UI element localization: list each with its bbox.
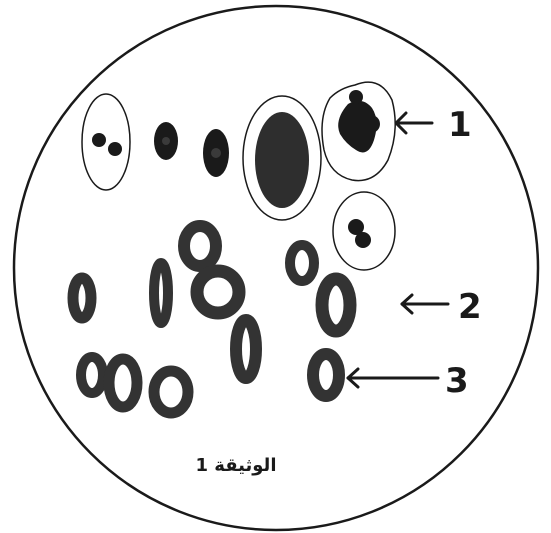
white-blood-cell-small: [333, 192, 395, 270]
white-blood-cell-polynuclear: [322, 82, 395, 180]
small-lymphocyte-core: [162, 137, 170, 145]
microscope-field: [14, 6, 538, 530]
red-blood-cell: [154, 371, 188, 413]
large-white-blood-cell: [243, 96, 321, 220]
small-lymphocyte-2-core: [211, 148, 221, 158]
figure-caption: الوثيقة 1: [196, 455, 277, 476]
red-blood-cell: [109, 359, 137, 407]
red-blood-cell: [184, 226, 216, 266]
red-blood-cell: [81, 357, 103, 393]
red-blood-cell: [313, 354, 339, 396]
red-blood-cell: [236, 320, 256, 378]
label-1: 1: [448, 105, 472, 145]
white-blood-cell-bilobed: [82, 94, 130, 190]
label-2: 2: [458, 287, 482, 327]
red-blood-cell: [290, 245, 314, 281]
red-blood-cell: [322, 279, 350, 331]
red-blood-cell: [197, 271, 239, 313]
red-blood-cell: [73, 278, 91, 318]
label-3: 3: [445, 361, 469, 401]
red-blood-cell: [154, 263, 168, 323]
